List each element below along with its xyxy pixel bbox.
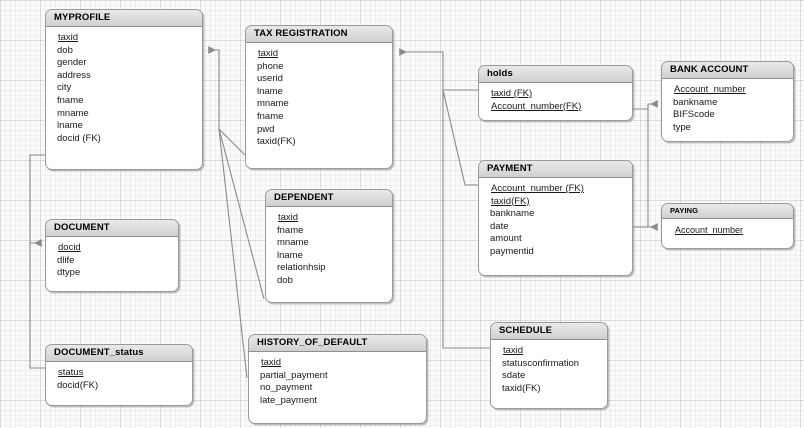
entity-title-holds: holds: [479, 66, 632, 83]
attribute: dob: [57, 44, 73, 56]
attribute-key: taxid: [261, 357, 282, 368]
connector-taxreg-to-history: [218, 128, 248, 379]
attribute: mname: [257, 98, 289, 110]
attribute: relationhsip: [277, 262, 326, 274]
attribute: dlife: [57, 254, 75, 266]
entity-title-tax-registration: TAX REGISTRATION: [246, 26, 392, 43]
attribute: taxid(FK): [502, 382, 541, 394]
attribute-key: docid: [58, 242, 81, 253]
attribute-key: Account_number: [675, 225, 744, 235]
attribute-key: taxid: [503, 345, 524, 356]
attribute: phone: [257, 60, 284, 72]
attribute-list: status docid(FK): [46, 362, 192, 396]
attribute: partial_payment: [260, 369, 328, 381]
attribute-key: taxid: [258, 48, 279, 59]
attribute: lname: [257, 85, 283, 97]
attribute-key: Account_number(FK): [491, 100, 582, 112]
attribute: address: [57, 69, 91, 81]
connector-right-trunk-to-taxreg: [399, 48, 444, 90]
attribute-list: taxid (FK) Account_number(FK): [479, 83, 632, 117]
attribute: mname: [57, 107, 89, 119]
attribute-key: Account_number: [674, 84, 746, 95]
attribute: no_payment: [260, 382, 313, 394]
attribute: city: [57, 82, 72, 94]
attribute: userid: [257, 73, 283, 85]
attribute: fname: [57, 94, 84, 106]
entity-paying[interactable]: PAYING Account_number: [661, 203, 794, 249]
attribute: pwd: [257, 123, 275, 135]
attribute: taxid(FK): [257, 136, 296, 148]
attribute-key: Account_number (FK): [491, 183, 584, 194]
attribute-list: Account_number: [662, 219, 793, 241]
attribute: paymentid: [490, 245, 534, 257]
attribute: lname: [57, 120, 83, 132]
attribute: fname: [257, 110, 284, 122]
entity-title-document: DOCUMENT: [46, 220, 178, 237]
attribute: BIFScode: [673, 109, 715, 121]
attribute: dtype: [57, 267, 81, 279]
attribute: statusconfirmation: [502, 357, 580, 369]
attribute: date: [490, 220, 509, 232]
attribute-key: taxid (FK): [491, 88, 533, 99]
attribute: dob: [277, 274, 293, 286]
attribute-key: taxid: [278, 212, 299, 223]
entity-title-myprofile: MYPROFILE: [46, 10, 202, 27]
attribute-key: taxid: [58, 32, 79, 43]
attribute: bankname: [673, 96, 718, 108]
attribute: fname: [277, 224, 304, 236]
attribute: amount: [490, 233, 522, 245]
attribute: lname: [277, 249, 303, 261]
connector-payment-to-paying: [647, 104, 658, 231]
attribute: docid(FK): [57, 379, 99, 391]
attribute: type: [673, 121, 691, 133]
attribute-key: status: [58, 367, 84, 378]
attribute: mname: [277, 237, 309, 249]
entity-title-document-status: DOCUMENT_status: [46, 345, 192, 362]
connector-holds-to-bankaccount: [633, 100, 658, 110]
connector-taxreg-to-myprofile: [208, 46, 246, 156]
entity-title-schedule: SCHEDULE: [491, 323, 607, 340]
attribute: bankname: [490, 208, 535, 220]
entity-title-bank-account: BANK ACCOUNT: [662, 62, 793, 79]
attribute: gender: [57, 57, 87, 69]
entity-title-dependent: DEPENDENT: [266, 190, 392, 207]
attribute: late_payment: [260, 394, 318, 406]
entity-title-payment: PAYMENT: [479, 161, 632, 178]
attribute-key: taxid(FK): [491, 195, 530, 207]
entity-title-paying: PAYING: [662, 204, 793, 219]
attribute: sdate: [502, 370, 526, 382]
entity-title-history-of-default: HISTORY_OF_DEFAULT: [249, 335, 426, 352]
connector-payment-to-trunk: [442, 89, 478, 186]
attribute: docid (FK): [57, 132, 101, 144]
